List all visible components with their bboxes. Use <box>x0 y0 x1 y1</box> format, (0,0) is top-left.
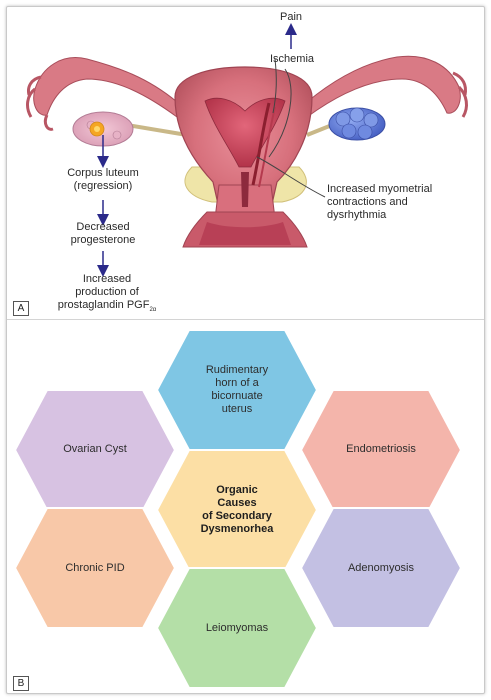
hex-bottom <box>155 567 319 689</box>
panel-a: Pain Ischemia Corpus luteum (regression)… <box>7 7 484 319</box>
figure-frame: Pain Ischemia Corpus luteum (regression)… <box>6 6 485 694</box>
panel-a-label: A <box>13 301 29 316</box>
left-fimbriae <box>26 75 54 131</box>
right-fimbriae <box>452 71 468 118</box>
panel-b-label: B <box>13 676 29 691</box>
decreased-progesterone-label: Decreased progesterone <box>70 221 136 246</box>
panel-b: Rudimentary horn of a bicornuate uterus … <box>7 319 484 694</box>
hexagon-diagram <box>13 329 463 689</box>
hex-upper-left-label: Ovarian Cyst <box>63 443 127 455</box>
hex-lower-left <box>13 507 177 629</box>
right-fallopian-tube <box>306 55 461 118</box>
hex-lower-right-label: Adenomyosis <box>347 562 415 574</box>
uterus-illustration <box>26 23 468 277</box>
myometrial-pointer <box>256 156 326 198</box>
hex-top-label: Rudimentary horn of a bicornuate uterus <box>205 364 269 415</box>
left-fallopian-tube <box>33 57 178 118</box>
pain-label: Pain <box>279 11 303 23</box>
hex-lower-right <box>299 507 463 629</box>
hex-lower-left-label: Chronic PID <box>65 562 125 574</box>
corpus-luteum-label: Corpus luteum (regression) <box>67 167 139 192</box>
ischemia-label: Ischemia <box>269 53 315 65</box>
hex-bottom-label: Leiomyomas <box>205 622 269 634</box>
hex-upper-right-label: Endometriosis <box>346 443 416 455</box>
hex-center-label: Organic Causes of Secondary Dysmenorhea <box>200 484 274 535</box>
right-ovary <box>328 107 386 141</box>
prostaglandin-label: Increased production of prostaglandin PG… <box>57 273 157 314</box>
myometrial-label: Increased myometrial contractions and dy… <box>327 183 433 221</box>
